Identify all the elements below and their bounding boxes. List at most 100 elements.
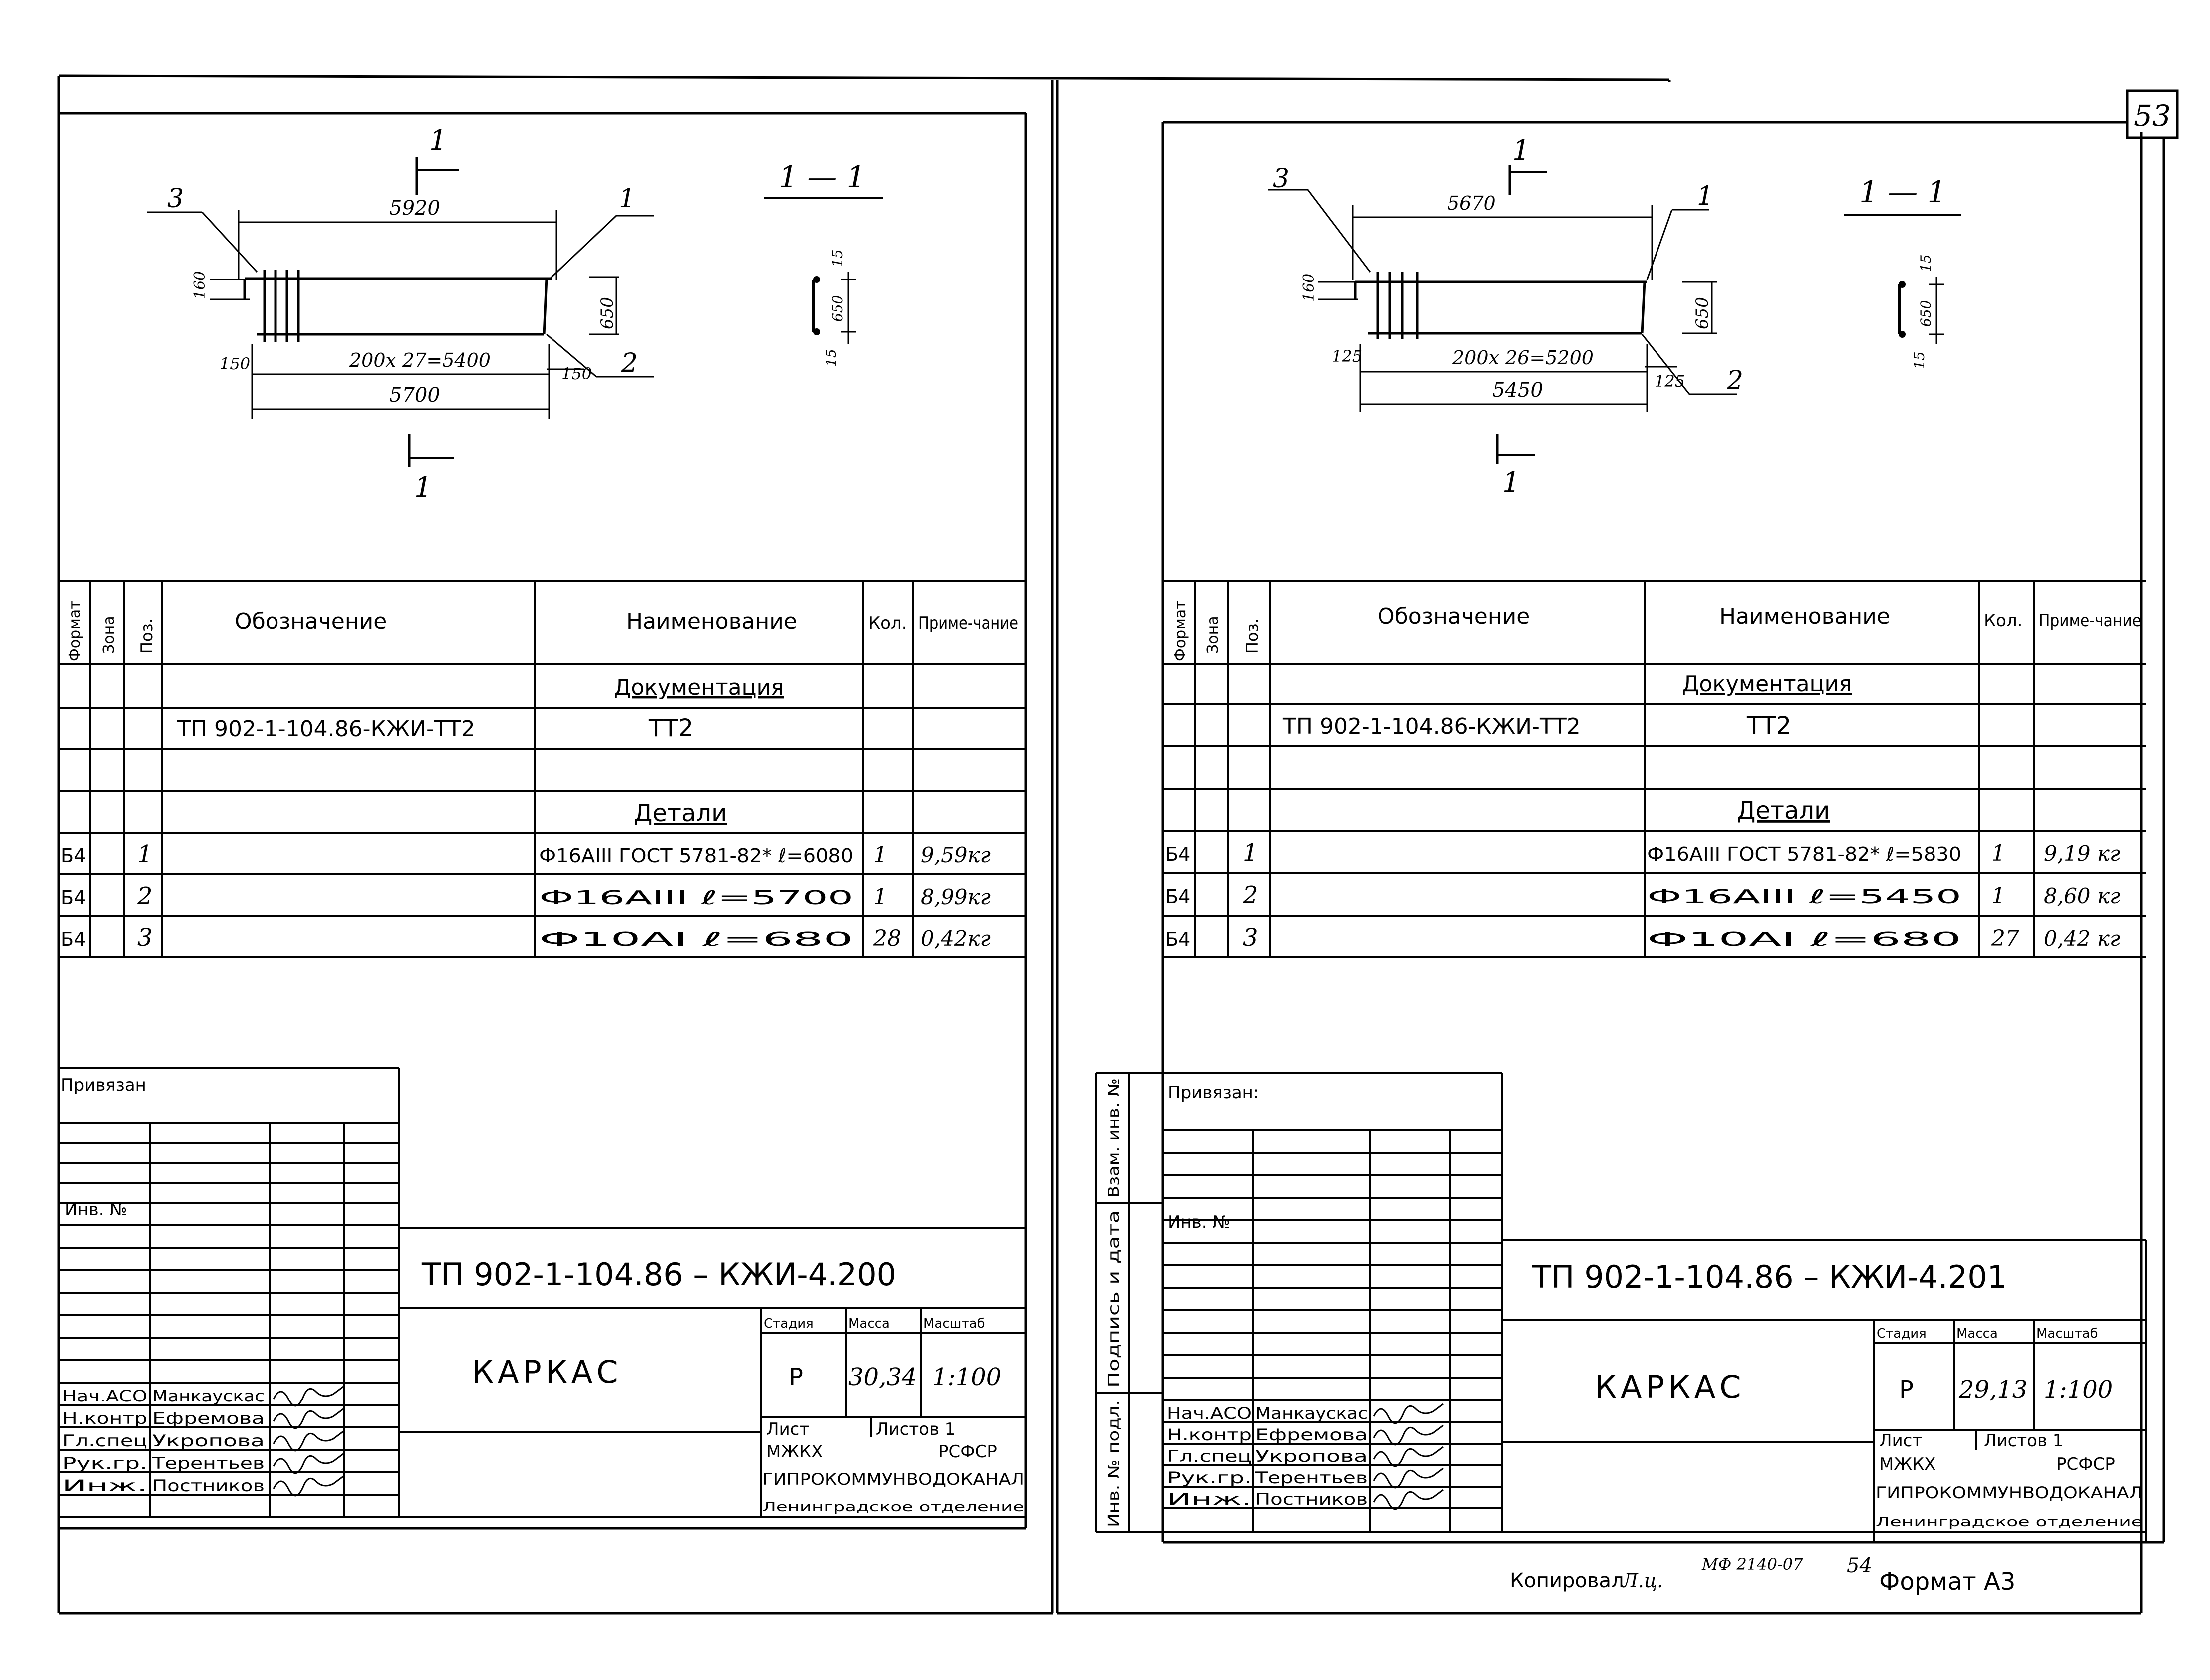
frame-drawing-left xyxy=(147,157,883,467)
section-dim-bot: 15 xyxy=(1911,351,1928,369)
row-note: 0,42кг xyxy=(921,926,991,951)
row-format: Б4 xyxy=(1165,843,1190,865)
dim-step: 160 xyxy=(191,271,209,299)
signer-name: Манкаускас xyxy=(1255,1404,1368,1423)
org-institute: ГИПРОКОММУНВОДОКАНАЛ xyxy=(1876,1483,2143,1502)
dim-bars: 200x 26=5200 xyxy=(1452,347,1594,369)
row-position: 2 xyxy=(1242,881,1258,909)
page-number-box: 53 xyxy=(2126,89,2179,139)
doc-name: ТТ2 xyxy=(1746,712,1791,740)
doc-ref: ТП 902-1-104.86-КЖИ-ТТ2 xyxy=(1282,714,1581,739)
inv-no-label: Инв. № xyxy=(65,1200,127,1220)
stage-value: Р xyxy=(789,1363,803,1391)
dim-end-left: 150 xyxy=(220,354,250,373)
row-qty: 1 xyxy=(873,842,887,868)
stage-header: Стадия xyxy=(1877,1326,1927,1341)
row-qty: 1 xyxy=(1991,883,2005,909)
org-republic: РСФСР xyxy=(938,1442,997,1462)
row-name: Ф10АI ℓ=680 xyxy=(539,928,853,950)
section-bar-dot xyxy=(1899,331,1906,338)
section-dim-top: 15 xyxy=(1918,254,1934,272)
dim-end-right: 150 xyxy=(561,364,592,383)
section-documentation: Документация xyxy=(614,675,784,700)
archive-sheet: 54 xyxy=(1847,1554,1872,1577)
dim-total: 5700 xyxy=(389,384,440,407)
side-strip xyxy=(1095,1072,1163,1533)
title-block-left xyxy=(59,1067,1026,1518)
signer-name: Укропова xyxy=(152,1431,265,1450)
signer-role: Гл.спец xyxy=(1167,1447,1252,1466)
callout-3: 3 xyxy=(1273,164,1289,194)
drawing-code: ТП 902-1-104.86 – КЖИ-4.200 xyxy=(421,1256,896,1293)
section-bar-dot xyxy=(1899,281,1906,288)
signer-name: Ефремова xyxy=(1255,1425,1368,1444)
row-note: 9,19 кг xyxy=(2044,841,2120,866)
scale-header: Масштаб xyxy=(2036,1326,2098,1341)
sheet-right: 1 1 3 1 2 5670 200x 26=5200 5450 125 125… xyxy=(1095,121,2165,1544)
stage-value: Р xyxy=(1899,1376,1914,1403)
org-republic: РСФСР xyxy=(2056,1454,2115,1474)
copier-signature: Л.ц. xyxy=(1621,1570,1663,1592)
row-name: Ф16АIII ГОСТ 5781-82* ℓ=6080 xyxy=(539,845,853,867)
drawing-title: КАРКАС xyxy=(1595,1369,1745,1405)
row-qty: 28 xyxy=(873,926,901,951)
row-qty: 1 xyxy=(1991,841,2005,866)
org-institute: ГИПРОКОММУНВОДОКАНАЛ xyxy=(762,1470,1024,1489)
signature xyxy=(273,1408,344,1429)
row-note: 8,60 кг xyxy=(2044,884,2120,908)
inv-no-label: Инв. № xyxy=(1168,1212,1230,1232)
row-position: 3 xyxy=(1243,924,1258,952)
signer-name: Терентьев xyxy=(1255,1468,1368,1487)
row-name: Ф16АIII ГОСТ 5781-82* ℓ=5830 xyxy=(1647,843,1961,865)
sheets-count: Листов 1 xyxy=(1984,1431,2063,1451)
signature xyxy=(273,1430,344,1452)
drawing-code: ТП 902-1-104.86 – КЖИ-4.201 xyxy=(1532,1259,2007,1295)
row-note: 8,99кг xyxy=(921,885,991,909)
stage-header: Стадия xyxy=(764,1316,814,1331)
dim-top: 5670 xyxy=(1447,192,1496,214)
org-ministry: МЖКХ xyxy=(766,1442,823,1462)
section-label: 1 — 1 xyxy=(1859,175,1946,210)
cut-marker-top: 1 xyxy=(1512,134,1530,167)
dim-height: 650 xyxy=(597,297,617,329)
row-position: 2 xyxy=(137,882,153,910)
signer-role: Нач.АСО xyxy=(62,1387,147,1405)
paper-format: Формат А3 xyxy=(1879,1568,2015,1596)
signer-role: Инж. xyxy=(62,1476,147,1495)
section-bar-dot xyxy=(813,276,820,283)
col-designation: Обозначение xyxy=(1378,604,1530,629)
sheets-count: Листов 1 xyxy=(876,1419,955,1439)
signer-role: Н.контр xyxy=(1167,1425,1252,1444)
signer-name: Постников xyxy=(152,1476,265,1495)
outer-frame xyxy=(57,74,2143,1615)
dim-end-right: 125 xyxy=(1655,372,1685,391)
dim-step: 160 xyxy=(1300,274,1318,302)
col-note: Приме-чание xyxy=(2039,611,2141,631)
signature xyxy=(273,1453,344,1474)
section-dim-top: 15 xyxy=(829,249,846,267)
col-zone: Зона xyxy=(1204,616,1222,654)
row-position: 1 xyxy=(1243,839,1258,867)
col-format: Формат xyxy=(66,600,84,661)
mass-value: 30,34 xyxy=(848,1363,917,1391)
section-bar-dot xyxy=(813,328,820,335)
signer-name: Манкаускас xyxy=(152,1387,265,1405)
signature xyxy=(1373,1489,1444,1510)
col-note: Приме-чание xyxy=(918,613,1018,633)
mass-header: Масса xyxy=(1956,1326,1998,1341)
row-note: 0,42 кг xyxy=(2044,926,2120,951)
row-name: Ф16АIII ℓ=5450 xyxy=(1647,886,1961,908)
footer: Копировал Л.ц. МФ 2140-07 54 Формат А3 xyxy=(1510,1554,2015,1596)
mass-header: Масса xyxy=(848,1316,890,1331)
title-block-right xyxy=(1163,1072,2147,1542)
row-position: 3 xyxy=(137,924,153,952)
col-format: Формат xyxy=(1172,600,1189,661)
callout-2: 2 xyxy=(621,348,638,378)
signature xyxy=(1373,1446,1444,1467)
callout-1: 1 xyxy=(1697,181,1713,211)
signer-role: Нач.АСО xyxy=(1167,1404,1252,1423)
side-label-signature-date: Подпись и дата xyxy=(1105,1210,1123,1388)
row-name: Ф10АI ℓ=680 xyxy=(1647,928,1961,950)
callout-1: 1 xyxy=(619,184,635,214)
doc-name: ТТ2 xyxy=(648,714,693,742)
